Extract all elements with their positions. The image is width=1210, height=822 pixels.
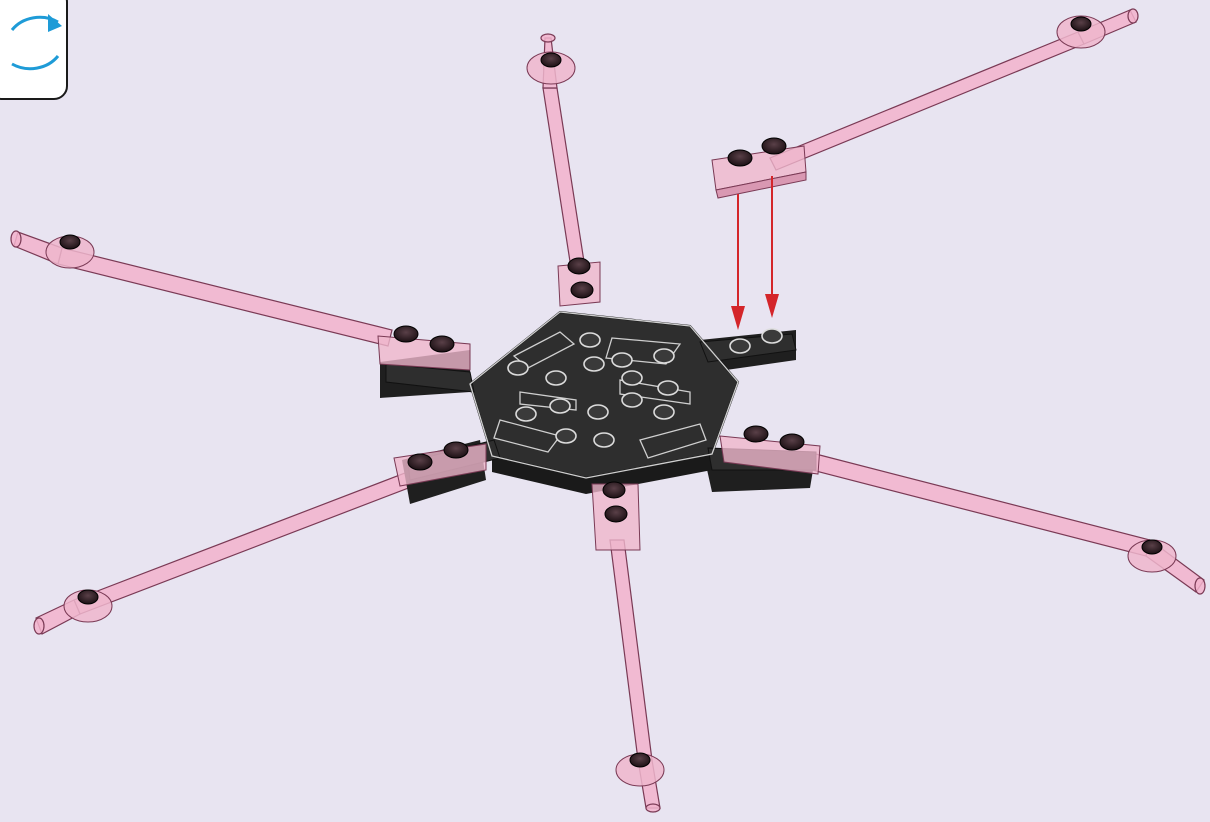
arm-rod-lower-left [74, 468, 424, 614]
arm-rod-left [58, 248, 392, 346]
insertion-arrows [731, 176, 779, 330]
connector-upper-right [1057, 16, 1105, 48]
arm-rod-top [543, 88, 585, 268]
brick-bottom [592, 482, 640, 550]
arm-rod-right [804, 452, 1150, 556]
insertion-arrow-2 [765, 176, 779, 318]
connector-lower-left [64, 590, 112, 622]
insertion-arrow-1 [731, 194, 745, 330]
brick-top [558, 258, 600, 306]
brick-being-inserted [712, 138, 806, 198]
hex-plate-face [470, 312, 738, 478]
connector-left [46, 235, 94, 268]
connector-bottom [616, 753, 664, 786]
connector-right [1128, 540, 1176, 572]
connector-top [527, 52, 575, 84]
arm-rod-upper-right [770, 32, 1084, 170]
arm-rod-bottom [610, 540, 652, 760]
